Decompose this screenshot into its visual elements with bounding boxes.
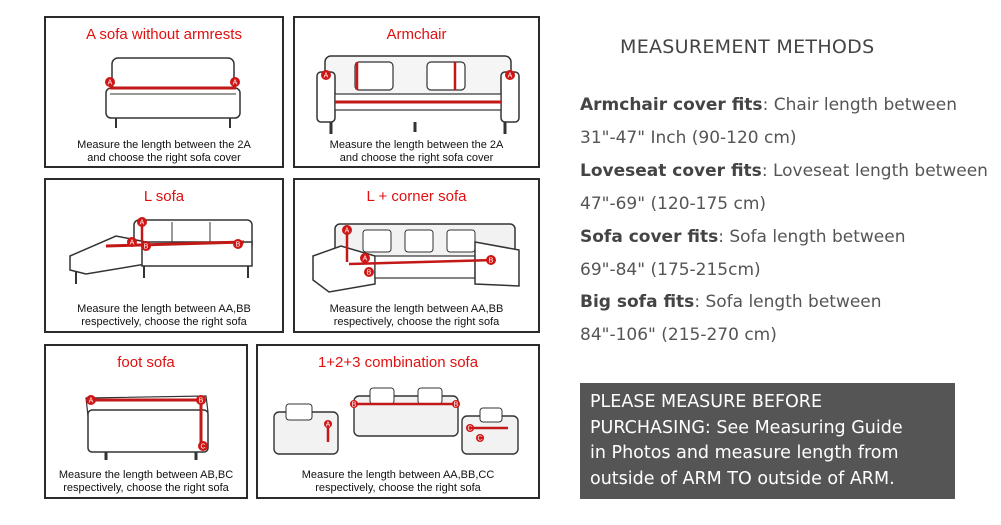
panel-caption-1: Measure the length between AA,BB <box>77 303 251 315</box>
panel-foot-sofa: foot sofa A B C Measure the length between… <box>44 344 248 499</box>
marker-letter: A <box>363 256 368 263</box>
panel-title: 1+2+3 combination sofa <box>317 354 479 371</box>
foot-sofa-illustration: A B C <box>85 395 209 460</box>
marker-a <box>86 395 96 405</box>
marker-a <box>105 77 115 87</box>
marker-a <box>324 420 332 428</box>
panel-title: A sofa without armrests <box>86 26 242 43</box>
armchair-fit-line: Armchair cover fits: Chair length betwee… <box>580 95 957 115</box>
marker-letter: B <box>489 258 494 265</box>
notice-line: PLEASE MEASURE BEFORE <box>590 392 823 412</box>
marker-letter: A <box>140 220 145 227</box>
marker-b <box>196 395 206 405</box>
marker-letter: B <box>199 398 204 405</box>
marker-letter: A <box>508 73 513 80</box>
fit-label: Loveseat cover fits <box>580 161 762 181</box>
big-sofa-fit-range: 84"-106" (215-270 cm) <box>580 325 777 345</box>
marker-letter: C <box>467 426 472 433</box>
marker-letter: A <box>324 73 329 80</box>
fit-text: : Chair length between <box>762 95 957 115</box>
marker-letter: C <box>200 444 205 451</box>
fit-label: Big sofa fits <box>580 292 695 312</box>
marker-b <box>141 241 151 251</box>
notice-line: PURCHASING: See Measuring Guide <box>590 417 903 438</box>
marker-letter: B <box>236 242 241 249</box>
panel-title: foot sofa <box>117 354 175 371</box>
marker-letter: A <box>233 80 238 87</box>
panel-caption-2: respectively, choose the right sofa <box>333 316 500 328</box>
notice-line: in Photos and measure length from <box>590 443 899 463</box>
loveseat-fit-range: 47"-69" (120-175 cm) <box>580 194 767 214</box>
marker-letter: A <box>326 422 331 429</box>
marker-letter: A <box>345 228 350 235</box>
marker-b <box>452 400 460 408</box>
marker-letter: A <box>108 80 113 87</box>
marker-a <box>342 225 352 235</box>
marker-letter: B <box>367 270 372 277</box>
l-sofa-illustration: A A B B <box>69 217 253 284</box>
marker-a <box>321 70 331 80</box>
marker-a <box>127 237 137 247</box>
marker-a <box>230 77 240 87</box>
panel-caption-2: respectively, choose the right sofa <box>81 316 247 328</box>
panel-caption-1: Measure the length between AA,BB,CC <box>301 469 495 481</box>
panel-caption-1: Measure the length between the 2A <box>77 139 251 151</box>
combination-sofa-illustration: A B B CC <box>273 387 519 455</box>
panel-caption-2: and choose the right sofa cover <box>87 152 241 164</box>
marker-a <box>360 253 370 263</box>
armchair-fit-range: 31"-47" Inch (90-120 cm) <box>580 128 797 148</box>
marker-b <box>364 267 374 277</box>
marker-b <box>486 255 496 265</box>
panel-caption-2: respectively, choose the right sofa <box>63 482 229 494</box>
fit-label: Sofa cover fits <box>580 227 719 247</box>
panel-title: Armchair <box>386 26 447 43</box>
panel-title: L + corner sofa <box>366 188 467 205</box>
notice-line: outside of ARM TO outside of ARM. <box>590 468 895 489</box>
panel-title: L sofa <box>143 188 185 205</box>
marker-letter: A <box>89 398 94 405</box>
marker-b <box>233 239 243 249</box>
fit-text: : Loveseat length between <box>761 161 988 181</box>
measure-notice-box: PLEASE MEASURE BEFORE PURCHASING: See Me… <box>580 383 955 499</box>
marker-letter: C <box>477 436 482 443</box>
marker-a <box>505 70 515 80</box>
marker-c <box>466 424 474 432</box>
marker-a <box>137 217 147 227</box>
panel-caption-2: respectively, choose the right sofa <box>315 482 481 494</box>
loveseat-fit-line: Loveseat cover fits: Loveseat length bet… <box>580 161 988 181</box>
panel-caption-1: Measure the length between AB,BC <box>58 469 234 481</box>
marker-letter: B <box>144 244 149 251</box>
fit-text: : Sofa length between <box>718 227 906 247</box>
panel-caption-2: and choose the right sofa cover <box>339 152 494 164</box>
marker-letter: A <box>130 240 135 247</box>
sofa-fit-range: 69"-84" (175-215cm) <box>580 260 761 280</box>
marker-c <box>198 441 208 451</box>
panel-l-sofa: L sofa A A B B Measure the length between A… <box>44 178 284 333</box>
marker-letter: B <box>352 402 357 409</box>
measurement-methods-heading: MEASUREMENT METHODS <box>620 36 875 58</box>
marker-c <box>476 434 484 442</box>
marker-b <box>350 400 358 408</box>
marker-letter: B <box>454 402 459 409</box>
panel-caption-1: Measure the length between AA,BB <box>329 303 504 315</box>
fit-text: : Sofa length between <box>694 292 882 312</box>
sofa-fit-line: Sofa cover fits: Sofa length between <box>580 227 905 247</box>
big-sofa-fit-line: Big sofa fits: Sofa length between <box>580 292 882 312</box>
fit-label: Armchair cover fits <box>580 95 763 115</box>
panel-caption-1: Measure the length between the 2A <box>329 139 504 151</box>
